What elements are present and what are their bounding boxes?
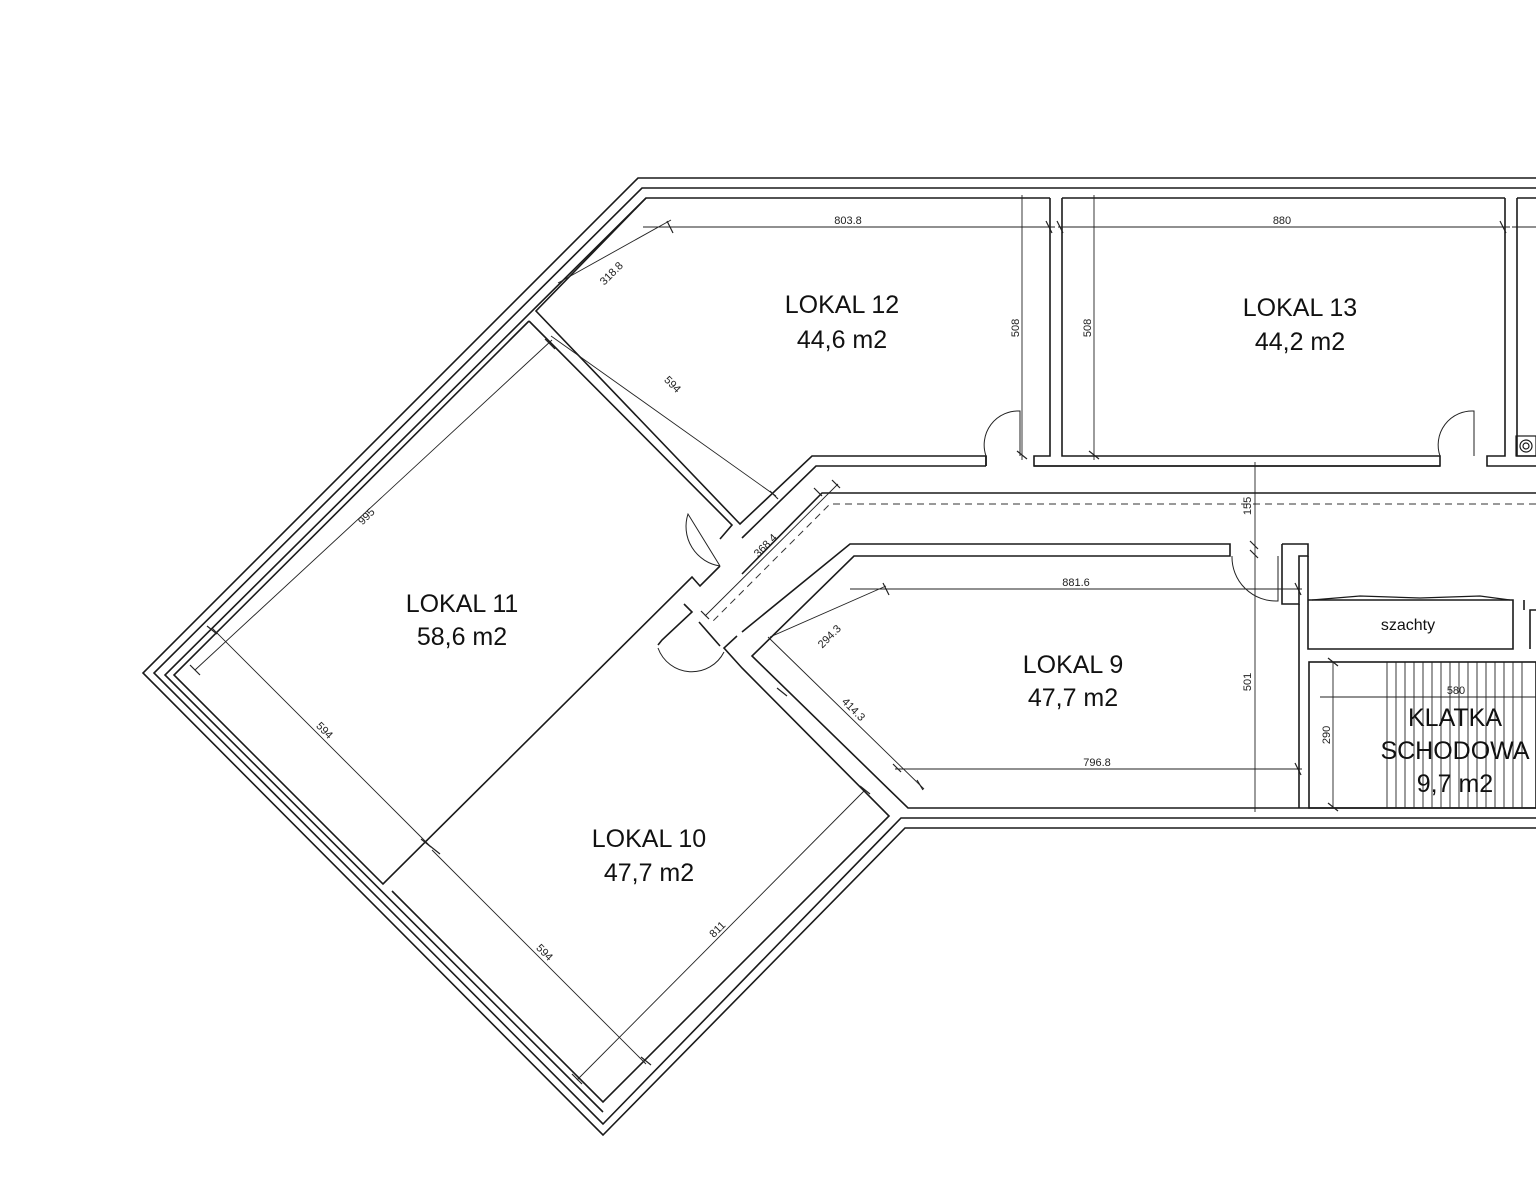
dim-594-lokal-11: 594 — [313, 720, 334, 741]
lokal-11-walls — [172, 320, 734, 886]
dim-501: 501 — [1242, 673, 1254, 691]
dim-594-lokal-10: 594 — [533, 942, 554, 963]
lokal-12-walls — [534, 197, 1051, 539]
stair-treads — [1386, 662, 1523, 808]
doors — [657, 410, 1475, 673]
corridor-walls — [711, 492, 1536, 623]
dim-880: 880 — [1273, 215, 1291, 227]
door-lokal-9-icon — [1231, 555, 1279, 602]
lokal-9-area: 47,7 m2 — [1028, 684, 1118, 712]
dim-811: 811 — [707, 919, 728, 940]
dim-995: 995 — [356, 506, 377, 527]
lokal-10-name: LOKAL 10 — [592, 825, 706, 853]
lokal-10-walls — [391, 621, 891, 1104]
dimension-lines — [189, 195, 1536, 1085]
dim-508-a: 508 — [1010, 319, 1022, 337]
lokal-9-name: LOKAL 9 — [1023, 651, 1124, 679]
door-lokal-10-icon — [657, 647, 725, 673]
lokal-11-area: 58,6 m2 — [417, 623, 507, 651]
klatka-area: 9,7 m2 — [1417, 770, 1493, 798]
outer-walls — [141, 177, 1536, 1137]
lokal-11-name: LOKAL 11 — [406, 590, 519, 618]
lokal-13-area: 44,2 m2 — [1255, 328, 1345, 356]
room-labels: LOKAL 12 44,6 m2 LOKAL 13 44,2 m2 LOKAL … — [406, 291, 1530, 887]
dim-294-3: 294.3 — [816, 623, 844, 651]
sink-icon — [1515, 435, 1536, 457]
klatka-name-line1: KLATKA — [1408, 704, 1502, 732]
dim-881-6: 881.6 — [1062, 577, 1090, 589]
lokal-10-area: 47,7 m2 — [604, 859, 694, 887]
klatka-name-line2: SCHODOWA — [1380, 737, 1529, 765]
door-lokal-12-icon — [983, 410, 1021, 457]
dim-318-8: 318.8 — [598, 260, 626, 288]
dim-594-lokal-12: 594 — [661, 374, 682, 395]
lokal-12-area: 44,6 m2 — [797, 326, 887, 354]
lokal-13-name: LOKAL 13 — [1243, 294, 1357, 322]
dim-803-8: 803.8 — [834, 215, 862, 227]
dim-508-b: 508 — [1082, 319, 1094, 337]
dim-580: 580 — [1447, 685, 1465, 697]
dim-290: 290 — [1321, 726, 1333, 744]
dim-796-8: 796.8 — [1083, 757, 1111, 769]
lokal-9-walls — [741, 543, 1536, 809]
door-lokal-13-icon — [1437, 410, 1475, 457]
szachty-stair-walls — [1307, 556, 1536, 809]
dim-155: 155 — [1242, 497, 1254, 515]
door-lokal-11-icon — [685, 512, 721, 567]
lokal-12-name: LOKAL 12 — [785, 291, 899, 319]
szachty-label: szachty — [1381, 617, 1435, 634]
